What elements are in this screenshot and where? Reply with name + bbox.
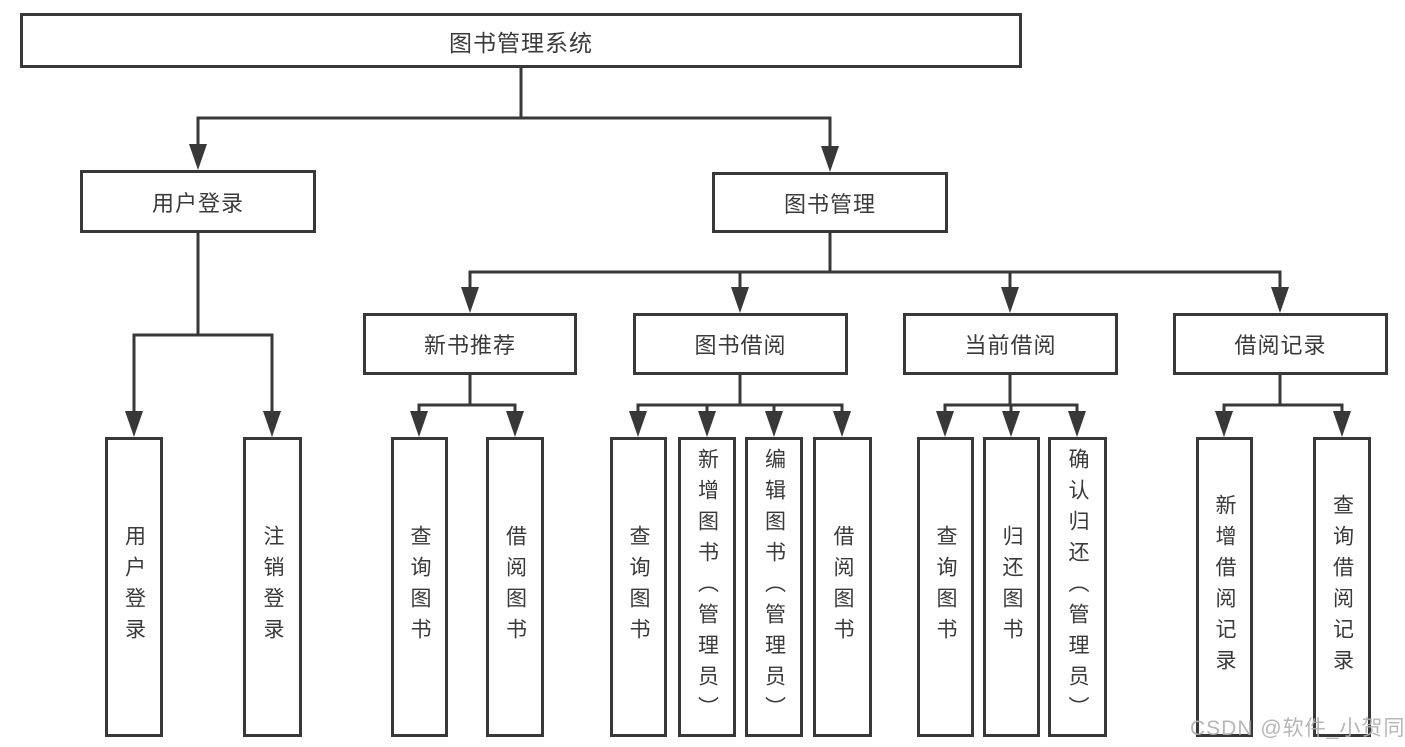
- box-new-book-recommend: 新书推荐: [363, 313, 577, 375]
- leaf-add-book-admin: 新增图书（管理员）: [678, 437, 736, 737]
- leaf-label: 查询图书: [408, 525, 431, 649]
- leaf-label: 查询借阅记录: [1330, 494, 1354, 680]
- arrowhead: [410, 411, 428, 437]
- leaf-label: 借阅图书: [503, 525, 527, 649]
- leaf-query-books-recommend: 查询图书: [391, 437, 448, 737]
- leaf-return-books: 归还图书: [983, 437, 1040, 737]
- box-library-system: 图书管理系统: [20, 13, 1022, 68]
- box-current-borrow: 当前借阅: [903, 313, 1118, 375]
- arrowhead: [1215, 411, 1233, 437]
- arrowhead-group: [125, 144, 1351, 437]
- edge: [417, 403, 517, 411]
- leaf-label: 新增图书（管理员）: [695, 447, 719, 727]
- leaf-label: 新增借阅记录: [1213, 494, 1236, 680]
- leaf-borrow-books: 借阅图书: [813, 437, 872, 737]
- arrowhead: [189, 144, 207, 170]
- arrowhead: [833, 411, 851, 437]
- box-book-management: 图书管理: [712, 172, 948, 233]
- leaf-user-login: 用户登录: [105, 437, 163, 737]
- arrowhead: [821, 146, 839, 172]
- watermark: CSDN @软件_小贺同学: [1190, 717, 1405, 740]
- leaf-query-books-current: 查询图书: [917, 437, 974, 737]
- arrowhead: [731, 287, 749, 313]
- edge: [132, 333, 274, 411]
- leaf-add-borrow-record: 新增借阅记录: [1196, 437, 1253, 737]
- leaf-label: 确认归还（管理员）: [1066, 447, 1089, 727]
- leaf-label: 注销登录: [261, 525, 284, 649]
- edge: [196, 116, 832, 146]
- leaf-query-borrow-record: 查询借阅记录: [1313, 437, 1371, 737]
- edge-group: [132, 68, 1344, 411]
- arrowhead: [461, 287, 479, 313]
- box-borrow-records: 借阅记录: [1173, 313, 1388, 375]
- arrowhead: [263, 411, 281, 437]
- edge: [636, 403, 844, 411]
- arrowhead: [1333, 411, 1351, 437]
- leaf-label: 查询图书: [934, 525, 957, 649]
- arrowhead: [1001, 287, 1019, 313]
- leaf-label: 用户登录: [122, 525, 146, 649]
- arrowhead: [1271, 287, 1289, 313]
- arrowhead: [1068, 411, 1086, 437]
- box-user-login: 用户登录: [80, 170, 316, 233]
- leaf-label: 借阅图书: [831, 525, 854, 649]
- leaf-label: 查询图书: [627, 525, 650, 649]
- arrowhead: [506, 411, 524, 437]
- leaf-confirm-return-admin: 确认归还（管理员）: [1048, 437, 1107, 737]
- leaf-edit-book-admin: 编辑图书（管理员）: [745, 437, 803, 737]
- leaf-label: 编辑图书（管理员）: [762, 447, 786, 727]
- edge: [1222, 403, 1344, 411]
- leaf-label: 归还图书: [1000, 525, 1023, 649]
- arrowhead: [1002, 411, 1020, 437]
- edge: [468, 270, 1282, 287]
- leaf-query-books-borrow: 查询图书: [610, 437, 667, 737]
- arrowhead: [765, 411, 783, 437]
- arrowhead: [629, 411, 647, 437]
- arrowhead: [125, 411, 143, 437]
- arrowhead: [698, 411, 716, 437]
- arrowhead: [936, 411, 954, 437]
- leaf-borrow-books-recommend: 借阅图书: [486, 437, 544, 737]
- leaf-logout: 注销登录: [243, 437, 302, 737]
- box-book-borrow: 图书借阅: [633, 313, 848, 375]
